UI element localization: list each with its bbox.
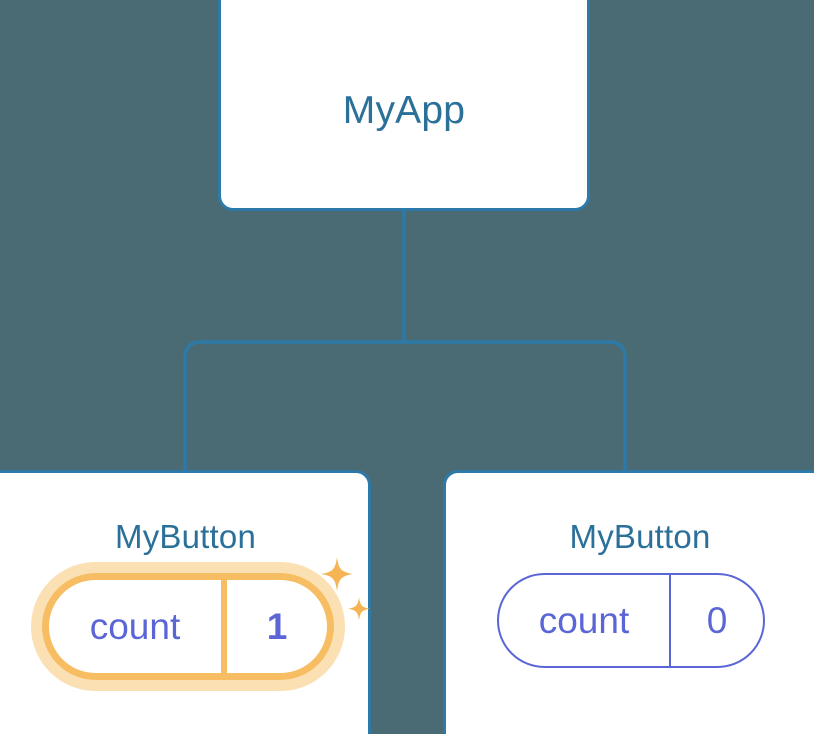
connector-branch-right [404, 340, 627, 472]
prop-pill-wrapper: count 1 [31, 562, 345, 691]
prop-value: 0 [706, 599, 728, 641]
prop-pill-highlighted[interactable]: count 1 [42, 573, 334, 680]
component-title: MyApp [342, 89, 466, 132]
component-card-mybutton-2[interactable]: MyButton count 0 [443, 470, 814, 734]
component-card-mybutton-1[interactable]: MyButton count 1 [0, 470, 371, 734]
component-card-myapp[interactable]: MyApp [218, 0, 590, 211]
prop-pill[interactable]: count 0 [497, 573, 765, 668]
component-title: MyButton [115, 518, 256, 555]
component-title: MyButton [569, 518, 711, 555]
prop-key: count [499, 575, 671, 666]
prop-pill-glow [31, 562, 345, 691]
connector-branch-left [183, 340, 404, 472]
prop-key: count [49, 580, 227, 673]
prop-pill-wrapper: count 0 [497, 573, 765, 668]
prop-value: 1 [266, 605, 288, 647]
